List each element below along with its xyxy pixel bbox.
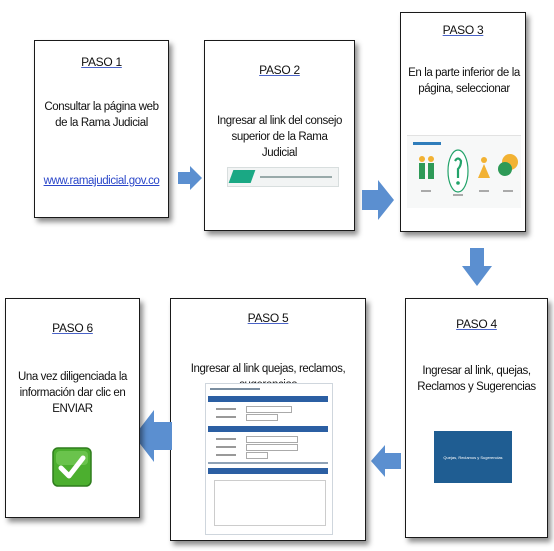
quejas-tile[interactable]: Quejas, Reclamos y Sugerencias bbox=[434, 431, 512, 483]
step-4-title: PASO 4 bbox=[456, 317, 497, 331]
step-6-box: PASO 6 Una vez diligenciada la informaci… bbox=[5, 298, 140, 518]
step-1-title: PASO 1 bbox=[81, 55, 122, 69]
quejas-tile-label: Quejas, Reclamos y Sugerencias bbox=[443, 455, 503, 460]
step-3-title: PASO 3 bbox=[442, 23, 484, 37]
step-1-box: PASO 1 Consultar la página web de la Ram… bbox=[34, 40, 169, 218]
step-4-text: Ingresar al link, quejas, Reclamos y Sug… bbox=[417, 365, 536, 393]
arrow-down-icon bbox=[462, 248, 492, 286]
question-icon[interactable] bbox=[447, 148, 469, 194]
step-5-box: PASO 5 Ingresar al link quejas, reclamos… bbox=[170, 298, 366, 541]
person-icon[interactable] bbox=[477, 156, 491, 182]
checkmark-icon[interactable] bbox=[52, 447, 92, 487]
arrow-left-icon bbox=[371, 445, 401, 477]
form-preview[interactable] bbox=[205, 383, 333, 535]
step-3-box: PASO 3 En la parte inferior de la página… bbox=[400, 12, 526, 232]
people-icon[interactable] bbox=[417, 154, 437, 184]
step-4-box: PASO 4 Ingresar al link, quejas, Reclamo… bbox=[405, 298, 548, 538]
step-2-title: PASO 2 bbox=[259, 63, 300, 77]
bottom-links-panel bbox=[407, 135, 521, 208]
step-6-text: Una vez diligenciada la información dar … bbox=[17, 371, 128, 415]
step-6-title: PASO 6 bbox=[52, 321, 93, 335]
arrow-left-icon bbox=[134, 410, 172, 462]
step-1-link[interactable]: www.ramajudicial.gov.co bbox=[43, 175, 160, 187]
step-3-text: En la parte inferior de la página, selec… bbox=[408, 67, 520, 95]
consejo-superior-banner[interactable] bbox=[227, 167, 339, 187]
arrow-right-icon bbox=[178, 166, 202, 190]
step-5-title: PASO 5 bbox=[247, 311, 289, 325]
step-2-box: PASO 2 Ingresar al link del consejo supe… bbox=[204, 40, 355, 231]
arrow-right-icon bbox=[362, 180, 394, 220]
step-2-text: Ingresar al link del consejo superior de… bbox=[217, 115, 342, 159]
step-1-text: Consultar la página web de la Rama Judic… bbox=[44, 101, 159, 129]
chat-icon[interactable] bbox=[498, 152, 518, 182]
